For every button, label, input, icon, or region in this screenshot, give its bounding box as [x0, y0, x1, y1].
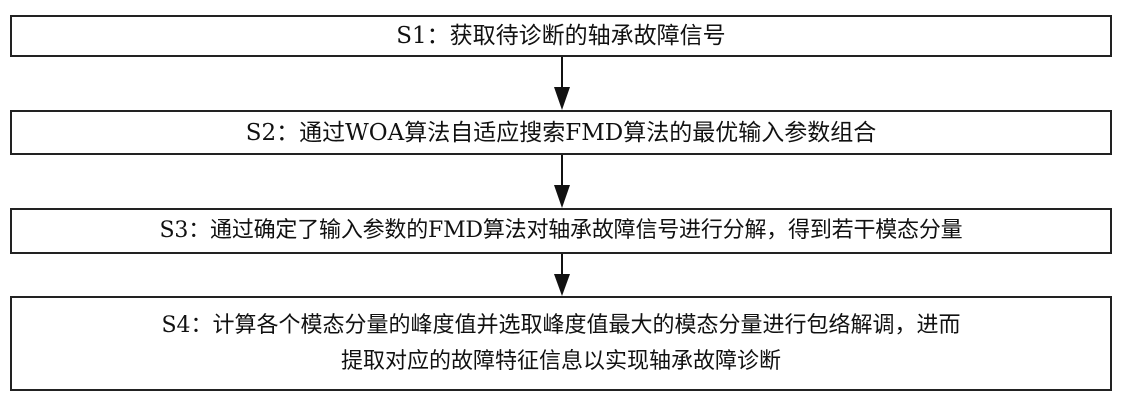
arrow-s3-to-s4 [552, 254, 572, 296]
step-text-s2: S2：通过WOA算法自适应搜索FMD算法的最优输入参数组合 [245, 119, 877, 146]
step-text-s1: S1：获取待诊断的轴承故障信号 [396, 23, 726, 49]
step-text-s4: S4：计算各个模态分量的峰度值并选取峰度值最大的模态分量进行包络解调，进而 提取… [161, 308, 960, 380]
arrow-down-icon [554, 254, 570, 296]
step-text-s4-line-1: S4：计算各个模态分量的峰度值并选取峰度值最大的模态分量进行包络解调，进而 [161, 312, 961, 338]
step-text-s3: S3：通过确定了输入参数的FMD算法对轴承故障信号进行分解，得到若干模态分量 [159, 218, 963, 243]
step-box-s4: S4：计算各个模态分量的峰度值并选取峰度值最大的模态分量进行包络解调，进而 提取… [10, 296, 1112, 391]
step-box-s2: S2：通过WOA算法自适应搜索FMD算法的最优输入参数组合 [10, 110, 1112, 155]
step-box-s3: S3：通过确定了输入参数的FMD算法对轴承故障信号进行分解，得到若干模态分量 [10, 208, 1112, 254]
arrow-down-icon [554, 155, 570, 208]
arrow-s2-to-s3 [552, 155, 572, 208]
arrow-s1-to-s2 [552, 57, 572, 110]
step-text-s4-line-2: 提取对应的故障特征信息以实现轴承故障诊断 [340, 348, 781, 374]
step-box-s1: S1：获取待诊断的轴承故障信号 [10, 15, 1112, 57]
arrow-down-icon [554, 57, 570, 110]
